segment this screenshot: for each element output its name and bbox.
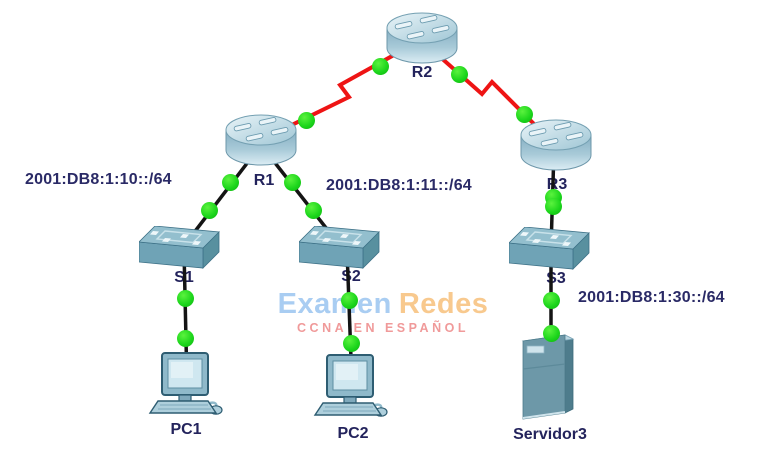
device-s2[interactable] — [298, 225, 383, 277]
server-icon — [521, 334, 575, 420]
device-label-server3: Servidor3 — [513, 426, 587, 443]
link-status-dot — [305, 202, 322, 219]
device-server3[interactable] — [521, 331, 579, 430]
device-r2[interactable] — [384, 10, 460, 71]
router-icon — [386, 12, 458, 64]
note-subnet-10: 2001:DB8:1:10::/64 — [25, 171, 172, 188]
switch-icon — [508, 226, 590, 270]
watermark-subtitle: CCNA EN ESPAÑOL — [297, 321, 469, 335]
link-status-dot — [543, 325, 560, 342]
link-status-dot — [451, 66, 468, 83]
pc-icon — [313, 354, 388, 417]
link-status-dot — [177, 330, 194, 347]
link-status-dot — [341, 292, 358, 309]
pc-icon — [148, 352, 223, 415]
device-s1[interactable] — [138, 225, 223, 277]
switch-icon — [298, 225, 380, 269]
device-label-pc1: PC1 — [170, 421, 202, 438]
note-subnet-11: 2001:DB8:1:11::/64 — [326, 177, 472, 194]
link-status-dot — [298, 112, 315, 129]
link-status-dot — [516, 106, 533, 123]
device-r1[interactable] — [223, 112, 299, 173]
link-status-dot — [284, 174, 301, 191]
router-icon — [225, 114, 297, 166]
device-label-pc2: PC2 — [337, 425, 369, 442]
device-pc2[interactable] — [313, 353, 391, 426]
watermark-title-part1: Examen — [277, 288, 392, 320]
watermark-title-part2: Redes — [398, 288, 489, 320]
device-label-r1: R1 — [253, 172, 275, 189]
device-s3[interactable] — [508, 226, 593, 278]
device-r3[interactable] — [518, 117, 594, 178]
link-status-dot — [372, 58, 389, 75]
link-status-dot — [222, 174, 239, 191]
link-status-dot — [545, 198, 562, 215]
link-status-dot — [543, 292, 560, 309]
device-label-r2: R2 — [411, 64, 433, 81]
link-status-dot — [343, 335, 360, 352]
device-pc1[interactable] — [148, 351, 226, 424]
link-status-dot — [177, 290, 194, 307]
switch-icon — [138, 225, 220, 269]
link-status-dot — [201, 202, 218, 219]
router-icon — [520, 119, 592, 171]
note-subnet-30: 2001:DB8:1:30::/64 — [578, 289, 725, 306]
